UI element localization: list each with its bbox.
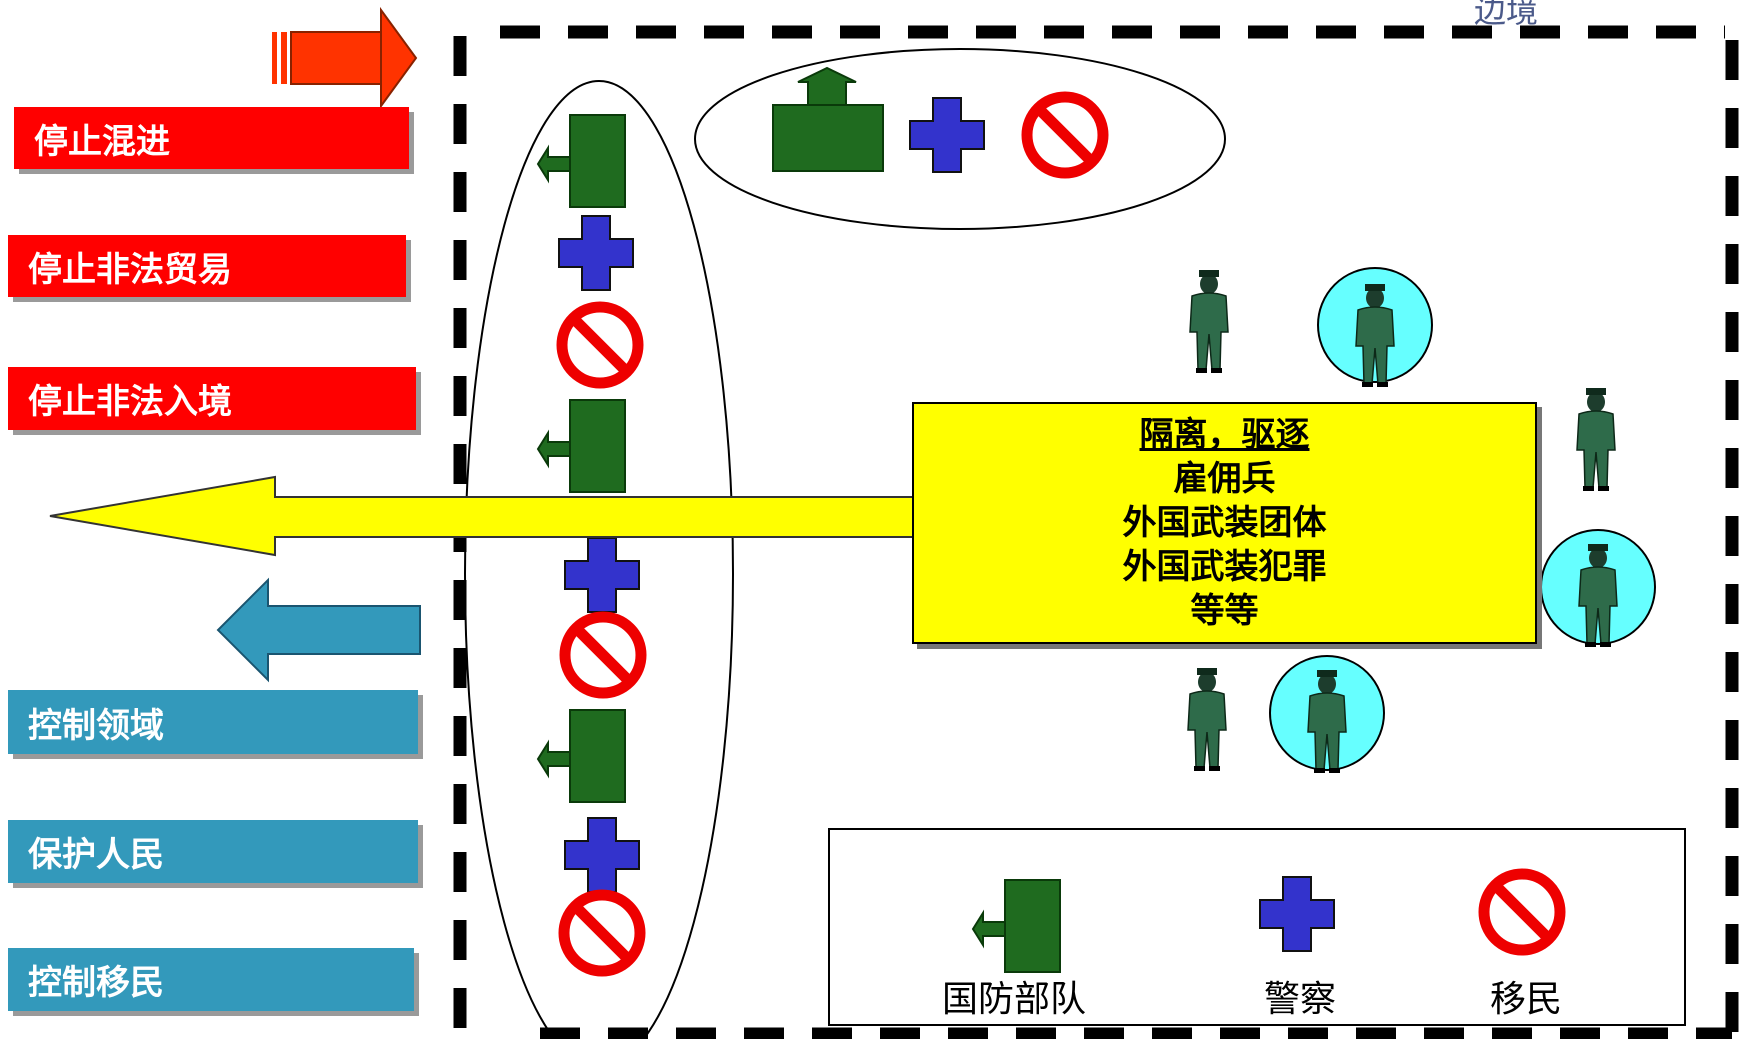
isolation-box: 隔离，驱逐 雇佣兵 外国武装团体 外国武装犯罪 等等	[912, 402, 1537, 644]
action-stop-illegal-trade: 停止非法贸易	[8, 235, 406, 297]
action-stop-infiltration: 停止混进	[14, 107, 409, 169]
isolation-line: 外国武装团体	[1122, 503, 1327, 543]
prohibited-icon	[1484, 874, 1560, 950]
military-flag-icon	[537, 399, 626, 493]
soldier-icon	[1189, 269, 1229, 374]
police-cross-icon	[558, 215, 634, 291]
action-control-migration: 控制移民	[8, 948, 414, 1011]
top-red-arrow	[272, 6, 418, 110]
police-cross-icon	[909, 97, 985, 173]
action-protect-people: 保护人民	[8, 820, 418, 883]
border-label: 边境	[1474, 0, 1539, 30]
soldier-icon	[1576, 387, 1616, 492]
isolation-title: 隔离，驱逐	[1139, 415, 1310, 455]
prohibited-icon	[562, 307, 638, 383]
prohibited-icon	[565, 617, 641, 693]
legend: 国防部队 警察 移民	[828, 828, 1686, 1026]
military-flag-icon	[537, 709, 626, 803]
yellow-arrow	[49, 475, 946, 557]
military-flag-up-icon	[772, 66, 884, 172]
top-ellipse	[694, 48, 1226, 230]
isolation-line: 雇佣兵	[1173, 459, 1276, 499]
blue-arrow	[216, 577, 421, 683]
military-flag-icon	[537, 114, 626, 208]
vertical-ellipse	[464, 80, 734, 1039]
isolation-line: 等等	[1190, 591, 1259, 631]
soldier-icon	[1187, 667, 1227, 772]
police-cross-icon	[564, 817, 640, 893]
police-cross-icon	[1259, 876, 1335, 952]
prohibited-icon	[564, 895, 640, 971]
action-control-territory: 控制领域	[8, 690, 418, 754]
military-flag-icon	[972, 879, 1061, 973]
legend-label-migrants: 移民	[1490, 979, 1563, 1020]
legend-label-military: 国防部队	[942, 979, 1087, 1020]
prohibited-icon	[1027, 97, 1103, 173]
action-stop-illegal-entry: 停止非法入境	[8, 367, 416, 430]
legend-label-police: 警察	[1264, 979, 1337, 1020]
police-cross-icon	[564, 537, 640, 613]
isolation-line: 外国武装犯罪	[1122, 547, 1327, 587]
